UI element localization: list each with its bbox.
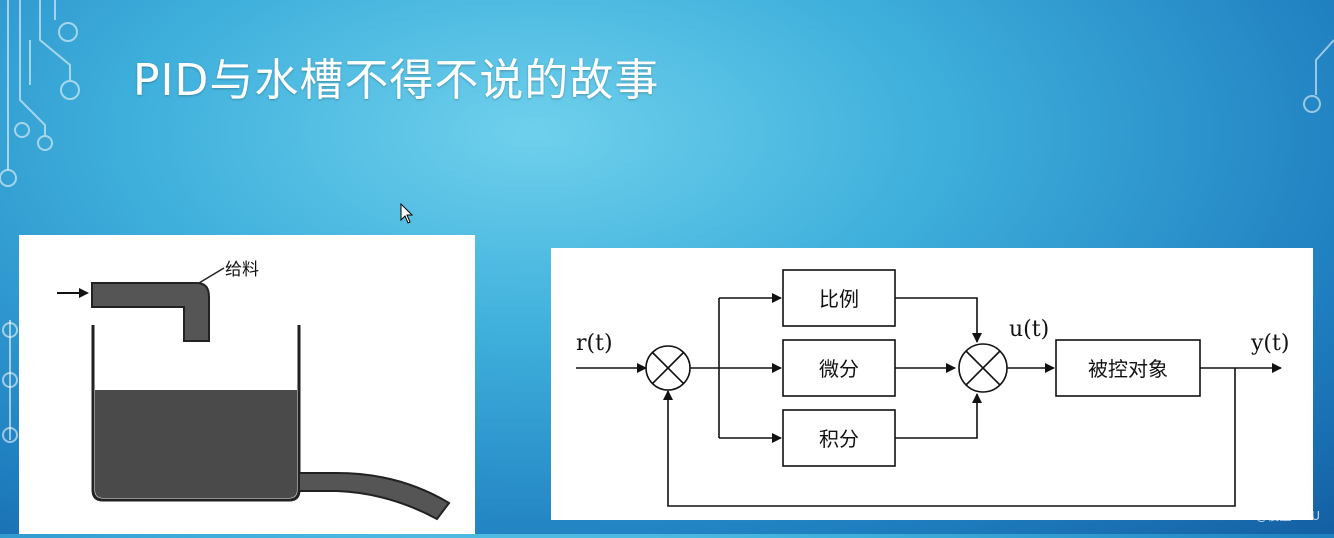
watermark-text: CSDN @傻童:CPU bbox=[1217, 509, 1320, 523]
water-tank-figure: 给料 bbox=[19, 235, 475, 534]
feed-label-leader bbox=[198, 267, 225, 284]
slide-title: PID与水槽不得不说的故事 bbox=[133, 55, 660, 106]
pid-block-diagram: r(t) u(t) y(t) 比例 微分 积分 被控对象 bbox=[551, 248, 1313, 520]
proportional-block-label: 比例 bbox=[819, 287, 859, 311]
integral-output-line bbox=[895, 393, 982, 439]
tank-illustration: 给料 bbox=[57, 260, 451, 521]
tank-wall bbox=[91, 325, 301, 502]
feed-label: 给料 bbox=[225, 260, 259, 280]
outlet-pipe bbox=[298, 472, 451, 521]
circuit-decoration-right-icon bbox=[1303, 39, 1334, 113]
plant-block-label: 被控对象 bbox=[1088, 357, 1168, 381]
input-label: r(t) bbox=[576, 331, 613, 356]
feed-arrow-head-icon bbox=[79, 288, 89, 298]
proportional-output-line bbox=[895, 297, 982, 343]
feed-pipe bbox=[91, 282, 210, 342]
integral-block-label: 积分 bbox=[819, 427, 859, 451]
mouse-pointer-icon bbox=[400, 203, 414, 224]
feedback-line bbox=[663, 368, 1236, 507]
tank-water bbox=[95, 390, 297, 498]
output-label: y(t) bbox=[1250, 331, 1289, 356]
control-signal-label: u(t) bbox=[1009, 317, 1049, 342]
pid-diagram-svg: r(t) u(t) y(t) 比例 微分 积分 被控对象 bbox=[576, 269, 1289, 507]
derivative-block-label: 微分 bbox=[819, 357, 859, 381]
